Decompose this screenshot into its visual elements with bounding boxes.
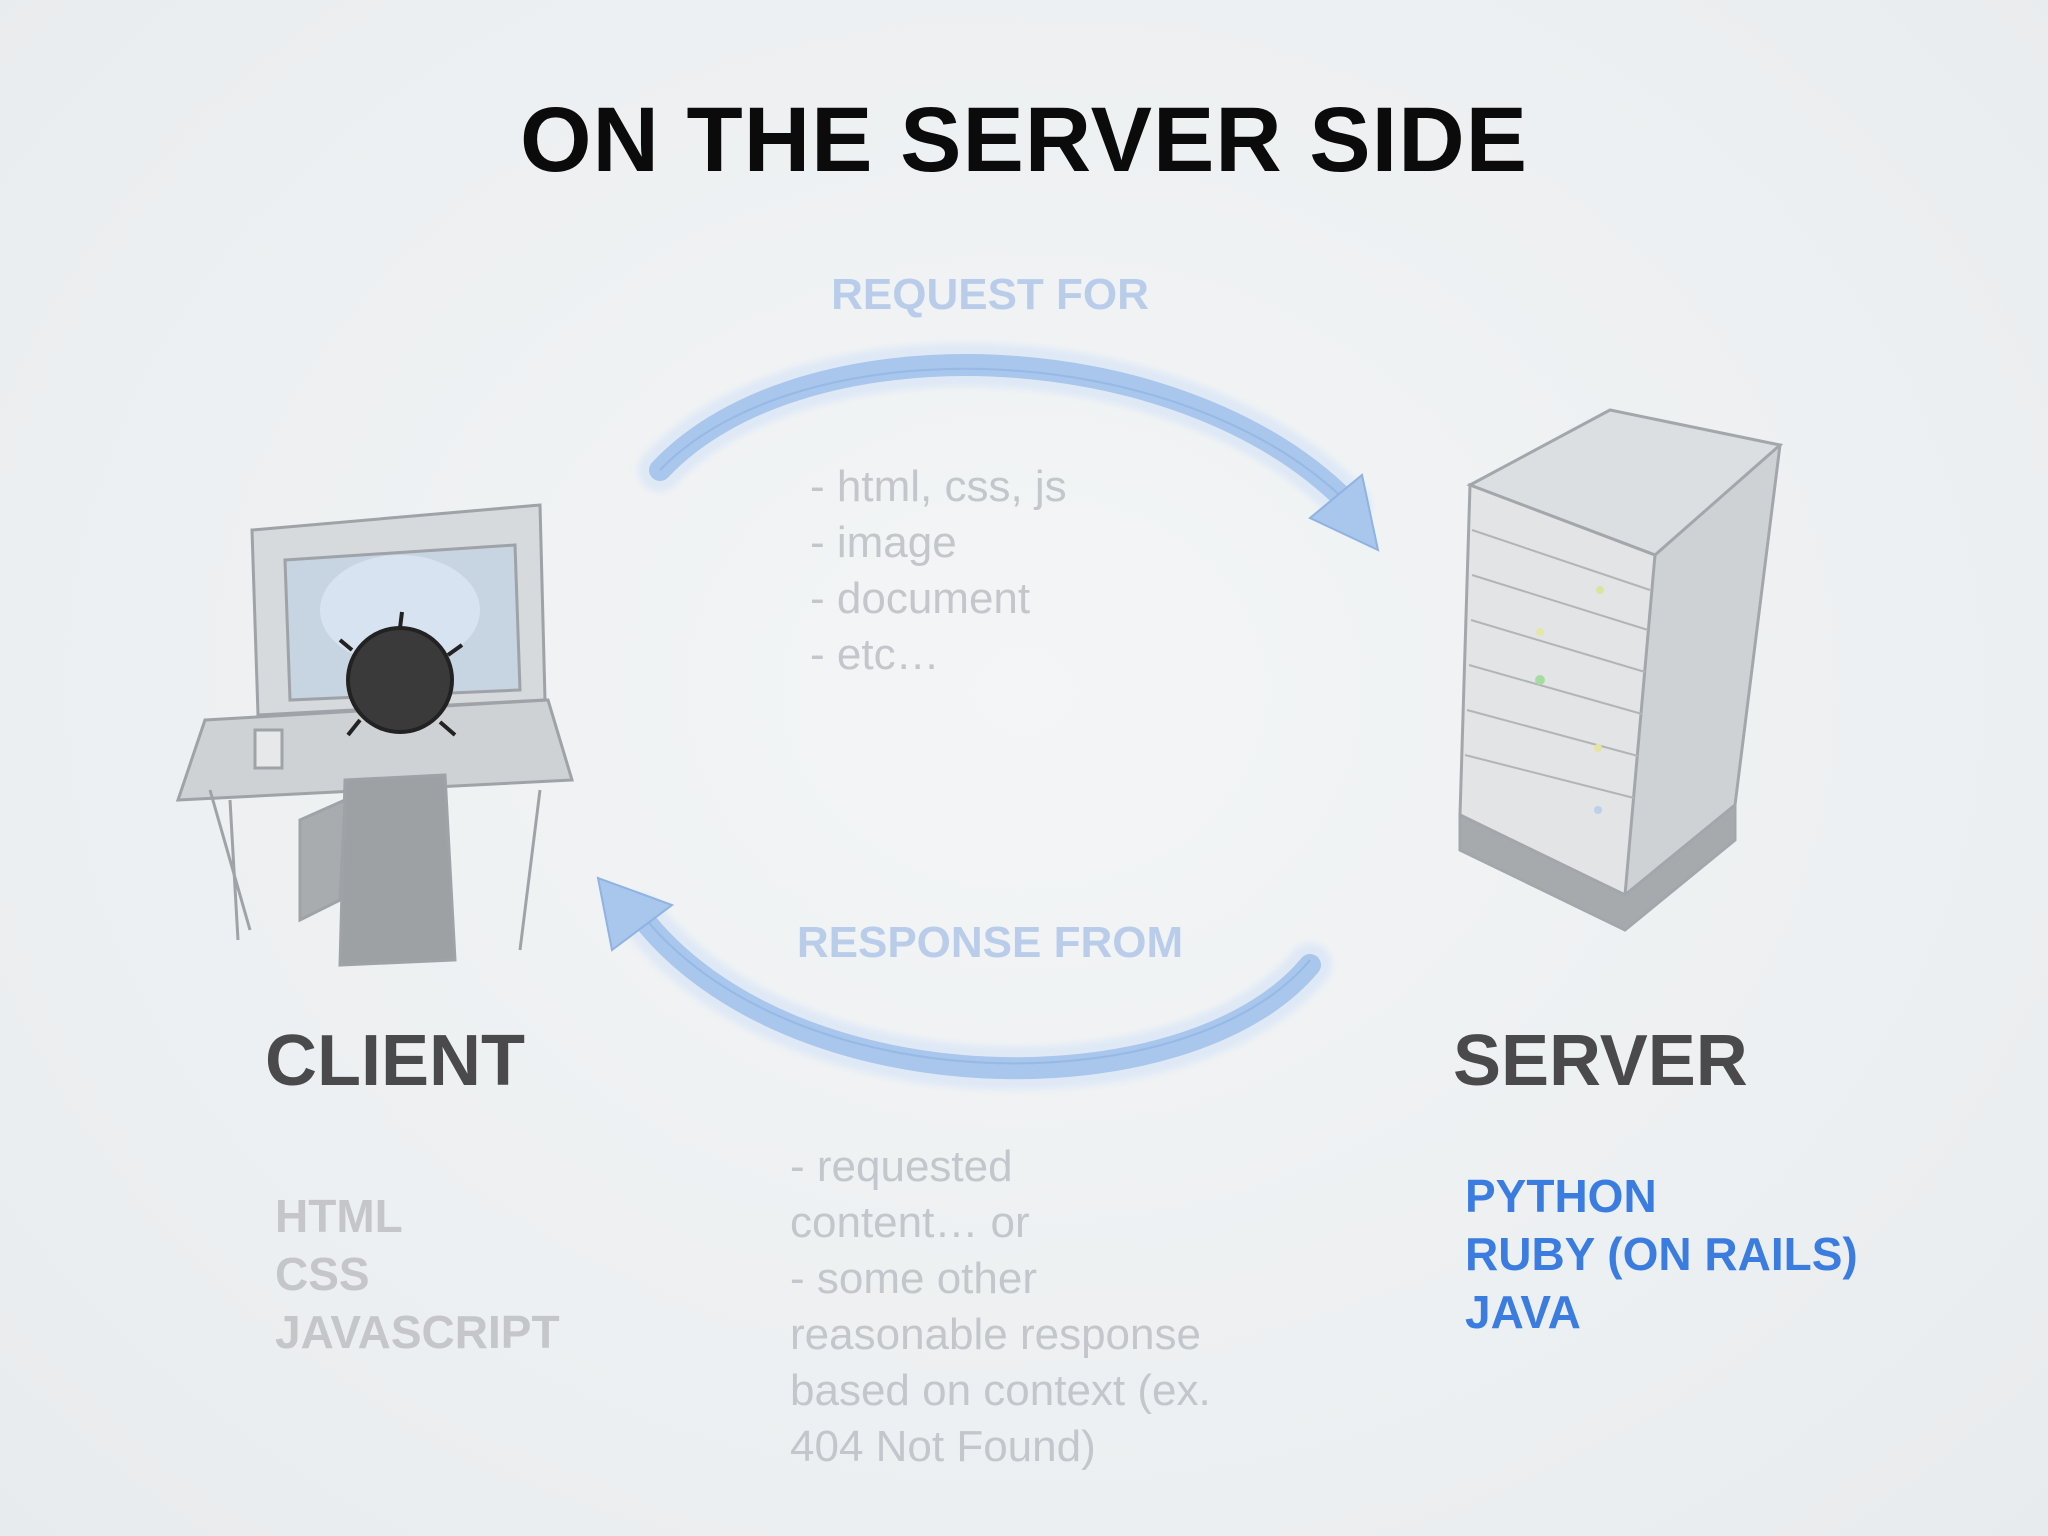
list-item: - some other bbox=[790, 1254, 1037, 1303]
list-item: content… or bbox=[790, 1198, 1030, 1247]
list-item: PYTHON bbox=[1465, 1170, 1657, 1222]
list-item: - requested bbox=[790, 1142, 1013, 1191]
client-computer-icon bbox=[175, 503, 574, 967]
client-heading: CLIENT bbox=[265, 1021, 525, 1101]
response-label: RESPONSE FROM bbox=[796, 918, 1184, 967]
list-item: CSS bbox=[275, 1248, 370, 1300]
client-technologies-list: HTML CSS JAVASCRIPT bbox=[275, 1187, 560, 1361]
server-technologies-list: PYTHON RUBY (ON RAILS) JAVA bbox=[1465, 1167, 1858, 1341]
response-items-list: - requested content… or - some other rea… bbox=[790, 1139, 1211, 1475]
list-item: based on context (ex. bbox=[790, 1366, 1211, 1415]
slide-title: ON THE SERVER SIDE bbox=[519, 89, 1529, 191]
list-item: 404 Not Found) bbox=[790, 1422, 1096, 1471]
request-label: REQUEST FOR bbox=[831, 270, 1149, 319]
server-tower-icon bbox=[1458, 408, 1784, 932]
response-arrow bbox=[596, 876, 1332, 1091]
request-arrow bbox=[638, 343, 1380, 552]
list-item: JAVA bbox=[1465, 1286, 1581, 1338]
list-item: - image bbox=[810, 518, 957, 567]
list-item: - html, css, js bbox=[810, 462, 1067, 511]
request-items-list: - html, css, js - image - document - etc… bbox=[810, 459, 1067, 683]
list-item: - document bbox=[810, 574, 1031, 623]
list-item: RUBY (ON RAILS) bbox=[1465, 1228, 1858, 1280]
server-heading: SERVER bbox=[1453, 1021, 1748, 1101]
list-item: HTML bbox=[275, 1190, 403, 1242]
list-item: reasonable response bbox=[790, 1310, 1201, 1359]
list-item: JAVASCRIPT bbox=[275, 1306, 560, 1358]
list-item: - etc… bbox=[810, 630, 940, 679]
